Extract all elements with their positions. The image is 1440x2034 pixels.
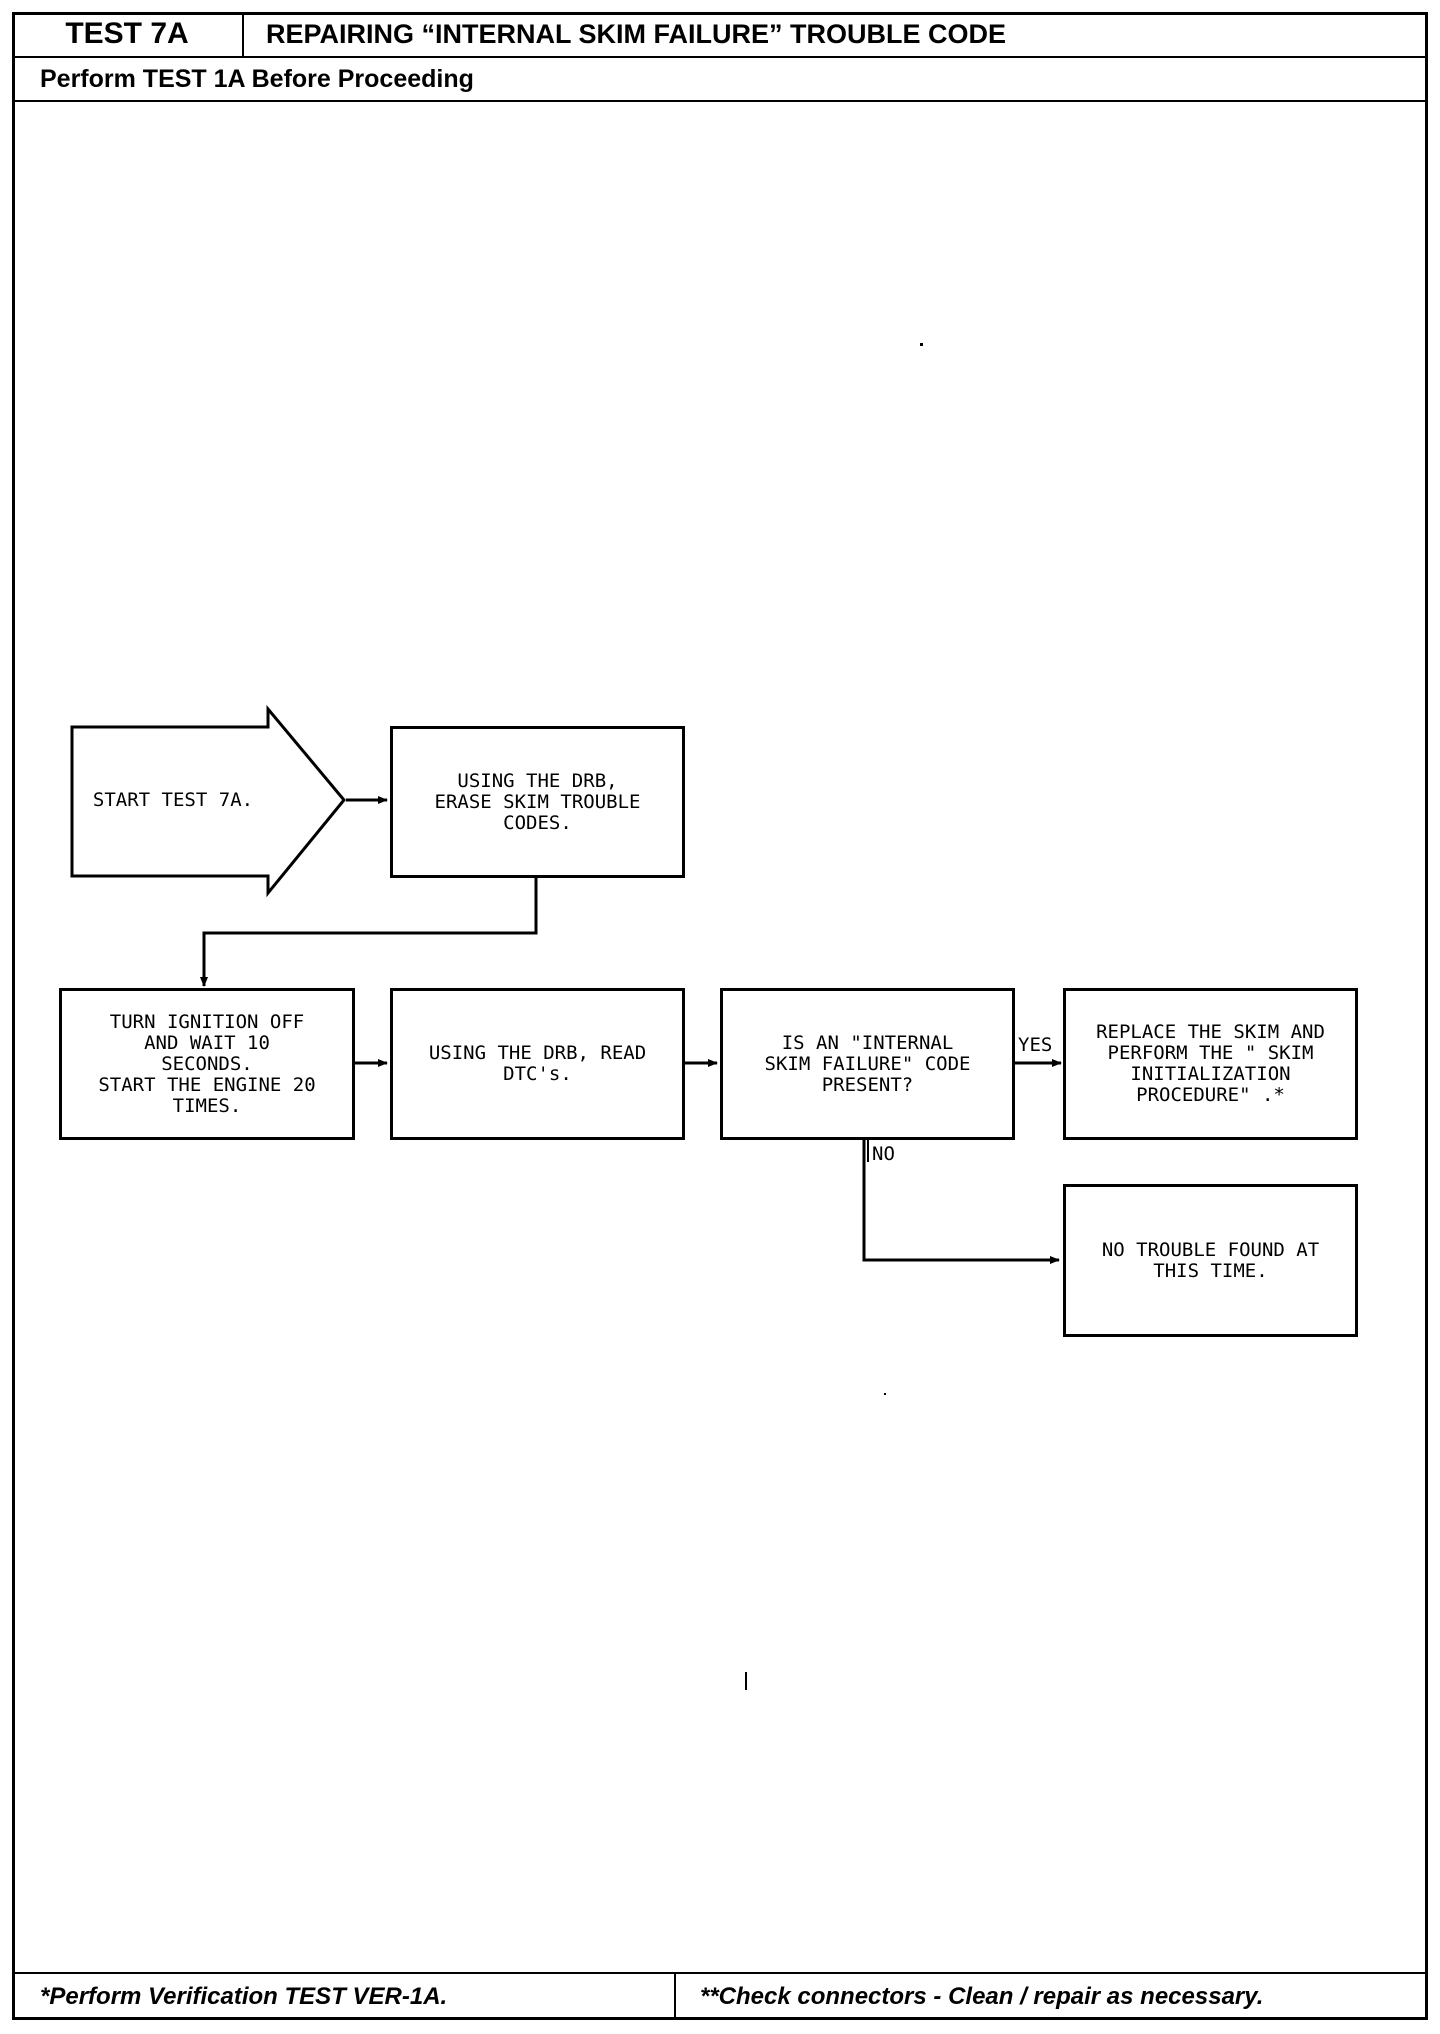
- arrow-erase-to-ignition: [200, 878, 538, 987]
- scan-speck: [920, 343, 923, 346]
- connectors-note: **Check connectors - Clean / repair as n…: [700, 1983, 1264, 2010]
- no-trouble-text: NO TROUBLE FOUND AT THIS TIME.: [1101, 1238, 1320, 1282]
- yes-label: YES: [1018, 1034, 1052, 1056]
- subheader-row: Perform TEST 1A Before Proceeding: [12, 58, 1428, 102]
- page-title: REPAIRING “INTERNAL SKIM FAILURE” TROUBL…: [266, 19, 1007, 49]
- verification-note: *Perform Verification TEST VER-1A.: [40, 1983, 448, 2010]
- scan-speck: [745, 1672, 747, 1690]
- no-label: NO: [872, 1143, 895, 1165]
- turn-ignition-text: TURN IGNITION OFF AND WAIT 10 SECONDS. S…: [98, 1010, 316, 1117]
- start-arrow-shape: [70, 704, 346, 898]
- scan-speck: [884, 1393, 886, 1395]
- page-frame: [12, 12, 1428, 2020]
- erase-codes-text: USING THE DRB, ERASE SKIM TROUBLE CODES.: [434, 769, 641, 834]
- replace-skim-box: REPLACE THE SKIM AND PERFORM THE " SKIM …: [1063, 988, 1358, 1140]
- footer-left-cell: [12, 1974, 676, 2020]
- decision-text: IS AN "INTERNAL SKIM FAILURE" CODE PRESE…: [764, 1031, 971, 1096]
- read-dtcs-text: USING THE DRB, READ DTC's.: [428, 1042, 647, 1085]
- replace-skim-text: REPLACE THE SKIM AND PERFORM THE " SKIM …: [1096, 1021, 1325, 1106]
- prerequisite-note: Perform TEST 1A Before Proceeding: [40, 65, 474, 93]
- no-trouble-box: NO TROUBLE FOUND AT THIS TIME.: [1063, 1184, 1358, 1337]
- footer-row: *Perform Verification TEST VER-1A. **Che…: [12, 1972, 1428, 2020]
- turn-ignition-box: TURN IGNITION OFF AND WAIT 10 SECONDS. S…: [59, 988, 355, 1140]
- start-arrow-label-holder: START TEST 7A.: [92, 788, 254, 811]
- test-id: TEST 7A: [12, 12, 244, 56]
- arrow-decision-no: [862, 1140, 1060, 1264]
- decision-box: IS AN "INTERNAL SKIM FAILURE" CODE PRESE…: [720, 988, 1015, 1140]
- header-row: TEST 7A REPAIRING “INTERNAL SKIM FAILURE…: [12, 12, 1428, 58]
- start-label: START TEST 7A.: [92, 788, 254, 811]
- erase-codes-box: USING THE DRB, ERASE SKIM TROUBLE CODES.: [390, 726, 685, 878]
- read-dtcs-box: USING THE DRB, READ DTC's.: [390, 988, 685, 1140]
